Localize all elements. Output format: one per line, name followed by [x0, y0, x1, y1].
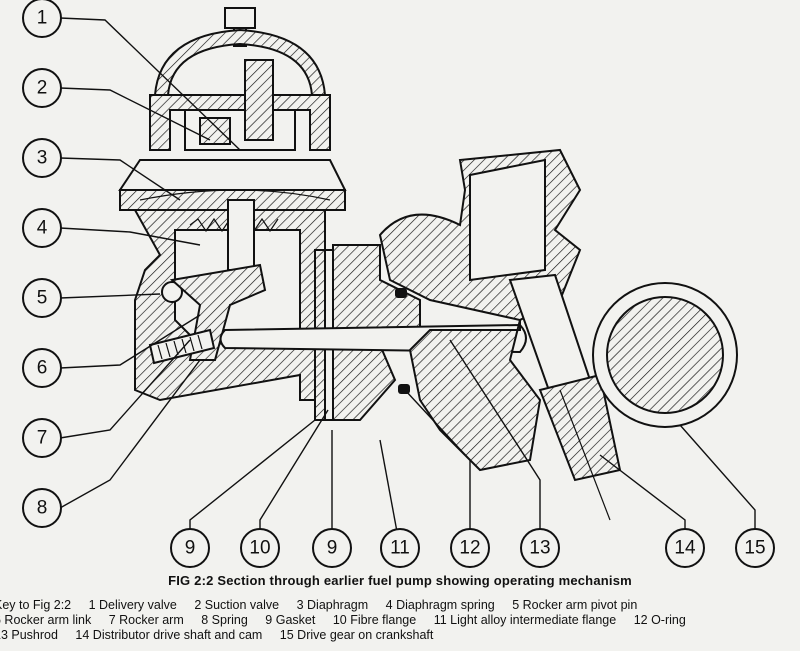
callout-3: 3 — [22, 138, 62, 178]
key-title: Key to Fig 2:2 — [0, 598, 72, 612]
key-item-14: 14 Distributor drive shaft and cam — [75, 628, 263, 642]
fuel-pump-section-diagram: 1 2 3 4 5 6 7 8 9 10 9 11 12 13 14 15 — [22, 0, 775, 568]
pump-drawing — [118, 7, 738, 521]
svg-text:5: 5 — [37, 288, 48, 309]
callout-12: 12 — [450, 528, 490, 568]
svg-text:7: 7 — [37, 428, 48, 449]
rocker-pivot-pin — [161, 281, 183, 303]
diaphragm-pull-rod — [227, 199, 255, 271]
callout-5: 5 — [22, 278, 62, 318]
dome-cover — [153, 28, 327, 96]
callout-9-right: 9 — [312, 528, 352, 568]
callout-8: 8 — [22, 488, 62, 528]
callout-10: 10 — [240, 528, 280, 568]
callout-4: 4 — [22, 208, 62, 248]
svg-text:3: 3 — [37, 148, 48, 169]
key-item-13: 13 Pushrod — [0, 628, 58, 642]
figure-caption: FIG 2:2 Section through earlier fuel pum… — [168, 573, 632, 588]
key-item-3: 3 Diaphragm — [296, 598, 369, 612]
svg-text:11: 11 — [390, 538, 410, 559]
key-item-11: 11 Light alloy intermediate flange — [433, 613, 617, 627]
upper-flange-ring — [118, 159, 347, 191]
callout-2: 2 — [22, 68, 62, 108]
figure-key: Key to Fig 2:2 1 Delivery valve 2 Suctio… — [0, 598, 800, 643]
svg-text:6: 6 — [37, 358, 48, 379]
svg-text:9: 9 — [327, 538, 338, 559]
callout-6: 6 — [22, 348, 62, 388]
suction-valve-body — [199, 117, 231, 145]
key-row-2: 6 Rocker arm link 7 Rocker arm 8 Spring … — [0, 613, 800, 628]
callout-13: 13 — [520, 528, 560, 568]
svg-text:12: 12 — [459, 538, 480, 559]
rocker-spring — [148, 328, 216, 365]
key-item-2: 2 Suction valve — [194, 598, 280, 612]
key-item-6: 6 Rocker arm link — [0, 613, 92, 627]
key-item-10: 10 Fibre flange — [332, 613, 417, 627]
svg-text:4: 4 — [37, 218, 48, 239]
svg-text:1: 1 — [37, 8, 48, 29]
svg-text:13: 13 — [529, 538, 550, 559]
key-row-3: 13 Pushrod 14 Distributor drive shaft an… — [0, 628, 800, 643]
key-item-8: 8 Spring — [201, 613, 248, 627]
key-item-7: 7 Rocker arm — [108, 613, 184, 627]
svg-text:10: 10 — [249, 538, 270, 559]
distributor-housing-bore — [469, 158, 546, 282]
svg-text:14: 14 — [674, 538, 696, 559]
callout-15: 15 — [735, 528, 775, 568]
cap-bolt — [224, 7, 256, 29]
crankshaft-gear-core — [606, 296, 724, 414]
upper-body — [149, 94, 331, 151]
svg-text:15: 15 — [744, 538, 765, 559]
callout-9-left: 9 — [170, 528, 210, 568]
o-ring-upper — [395, 288, 407, 298]
key-item-15: 15 Drive gear on crankshaft — [279, 628, 434, 642]
key-item-1: 1 Delivery valve — [88, 598, 177, 612]
key-item-4: 4 Diaphragm spring — [385, 598, 495, 612]
key-item-5: 5 Rocker arm pivot pin — [512, 598, 638, 612]
callout-7: 7 — [22, 418, 62, 458]
svg-text:8: 8 — [37, 498, 48, 519]
callout-14: 14 — [665, 528, 705, 568]
key-item-12: 12 O-ring — [633, 613, 686, 627]
delivery-valve-body — [244, 59, 274, 141]
callout-1: 1 — [22, 0, 62, 38]
key-item-9: 9 Gasket — [265, 613, 316, 627]
key-row-1: Key to Fig 2:2 1 Delivery valve 2 Suctio… — [0, 598, 800, 613]
svg-text:9: 9 — [185, 538, 196, 559]
callout-11: 11 — [380, 528, 420, 568]
svg-text:2: 2 — [37, 78, 48, 99]
